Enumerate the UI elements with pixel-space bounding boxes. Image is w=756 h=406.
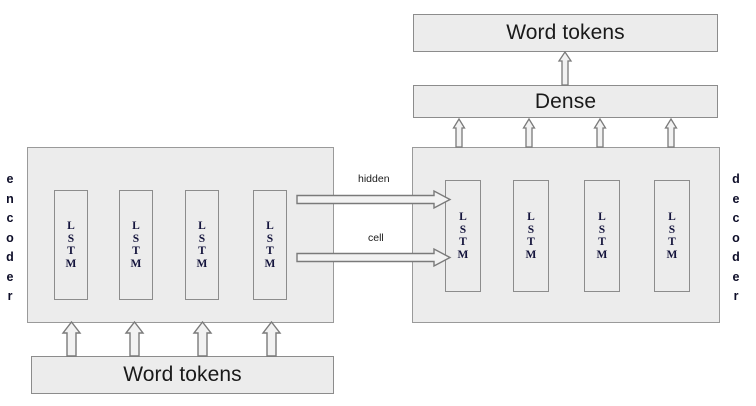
dense-box[interactable]: Dense xyxy=(413,85,718,118)
decoder-lstm-cell-4[interactable]: L S T M xyxy=(654,180,690,292)
dense-label: Dense xyxy=(534,89,597,113)
decoder-lstm-cell-2[interactable]: L S T M xyxy=(513,180,549,292)
decoder-to-dense-arrow-3 xyxy=(593,117,607,148)
encoder-lstm-cell-3[interactable]: L S T M xyxy=(185,190,219,300)
encoder-lstm-cell-4[interactable]: L S T M xyxy=(253,190,287,300)
lstm-label: L S T M xyxy=(666,211,678,261)
encoder-input-word-tokens-box[interactable]: Word tokens xyxy=(31,356,334,394)
decoder-side-label-letter: r xyxy=(733,289,739,303)
decoder-side-label-letter: e xyxy=(732,269,740,284)
cell-connection-label: cell xyxy=(365,232,387,244)
encoder-input-arrow-4 xyxy=(261,320,282,357)
lstm-label: L S T M xyxy=(65,220,77,270)
encoder-side-label-letter: o xyxy=(6,230,14,245)
decoder-lstm-cell-3[interactable]: L S T M xyxy=(584,180,620,292)
dense-to-output-arrow xyxy=(557,50,573,86)
encoder-input-label: Word tokens xyxy=(123,363,242,386)
lstm-label: L S T M xyxy=(196,220,208,270)
lstm-label: L S T M xyxy=(264,220,276,270)
lstm-label: L S T M xyxy=(130,220,142,270)
encoder-side-label-letter: c xyxy=(6,211,14,225)
decoder-to-dense-arrow-2 xyxy=(522,117,536,148)
decoder-side-label-letter: d xyxy=(732,172,740,186)
encoder-input-arrow-1 xyxy=(61,320,82,357)
encoder-side-label-letter: e xyxy=(6,172,14,186)
decoder-side-label-letter: c xyxy=(732,211,740,225)
decoder-to-dense-arrow-4 xyxy=(664,117,678,148)
encoder-input-arrow-3 xyxy=(192,320,213,357)
decoder-side-label: d e c o d e r xyxy=(728,170,744,307)
encoder-side-label-letter: n xyxy=(6,191,14,206)
lstm-label: L S T M xyxy=(457,211,469,261)
encoder-lstm-cell-1[interactable]: L S T M xyxy=(54,190,88,300)
encoder-side-label-letter: e xyxy=(6,269,14,284)
encoder-lstm-cell-2[interactable]: L S T M xyxy=(119,190,153,300)
decoder-side-label-letter: d xyxy=(732,250,740,264)
lstm-label: L S T M xyxy=(596,211,608,261)
encoder-side-label: e n c o d e r xyxy=(2,170,18,307)
encoder-input-arrow-2 xyxy=(124,320,145,357)
decoder-to-dense-arrow-1 xyxy=(452,117,466,148)
lstm-label: L S T M xyxy=(525,211,537,261)
decoder-side-label-letter: e xyxy=(732,191,740,206)
hidden-connection-label: hidden xyxy=(355,173,393,185)
decoder-output-label: Word tokens xyxy=(506,21,625,44)
decoder-lstm-cell-1[interactable]: L S T M xyxy=(445,180,481,292)
encoder-side-label-letter: r xyxy=(7,289,13,303)
decoder-side-label-letter: o xyxy=(732,230,740,245)
encoder-side-label-letter: d xyxy=(6,250,14,264)
decoder-output-word-tokens-box[interactable]: Word tokens xyxy=(413,14,718,52)
